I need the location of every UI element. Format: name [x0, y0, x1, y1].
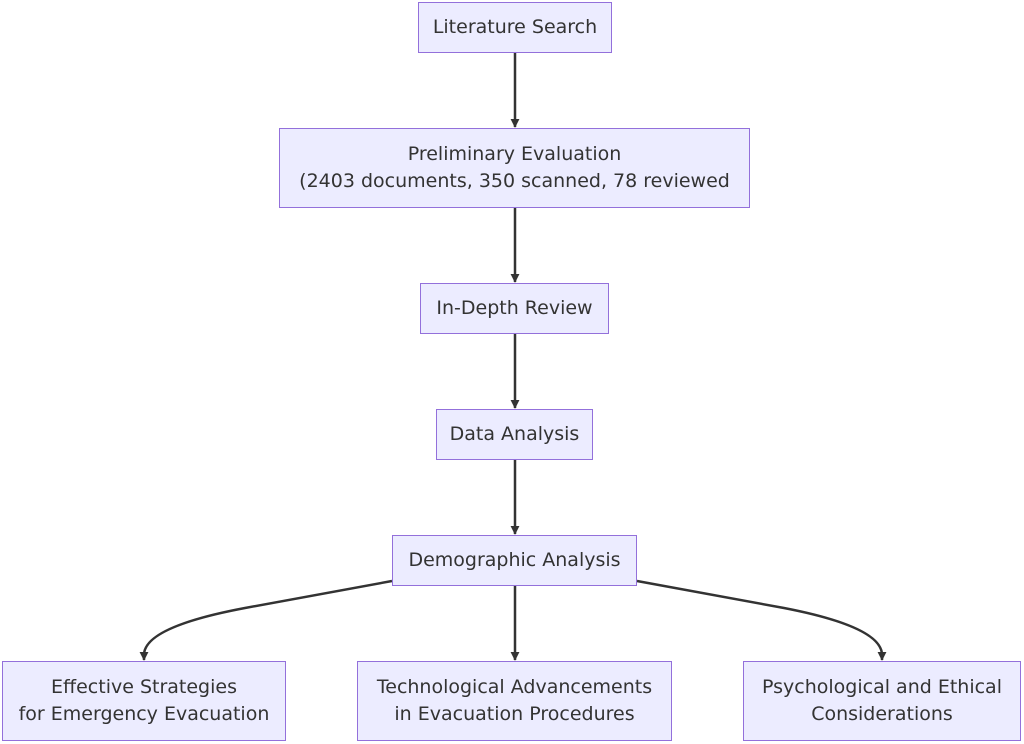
node-label-line1: Psychological and Ethical: [762, 676, 1002, 698]
node-label-line2: in Evacuation Procedures: [394, 703, 635, 725]
edge-demographic-to-effective: [139, 579, 393, 661]
node-in-depth-review: In-Depth Review: [420, 283, 609, 334]
edge-demographic-to-psychological: [636, 579, 887, 661]
node-effective-strategies: Effective Strategies for Emergency Evacu…: [2, 661, 286, 741]
node-label-line1: Technological Advancements: [376, 676, 653, 698]
node-label: In-Depth Review: [436, 297, 593, 319]
node-label: Literature Search: [432, 16, 598, 38]
node-data-analysis: Data Analysis: [436, 409, 593, 460]
node-label-line1: Preliminary Evaluation: [407, 143, 622, 165]
node-technological-advancements: Technological Advancements in Evacuation…: [357, 661, 672, 741]
node-label-line1: Effective Strategies: [51, 676, 237, 698]
node-psychological-ethical: Psychological and Ethical Considerations: [743, 661, 1021, 741]
node-literature-search: Literature Search: [418, 2, 612, 53]
node-label: Data Analysis: [449, 423, 580, 445]
node-label-line2: for Emergency Evacuation: [18, 703, 270, 725]
node-preliminary-evaluation: Preliminary Evaluation (2403 documents, …: [279, 128, 750, 208]
node-label-line2: (2403 documents, 350 scanned, 78 reviewe…: [299, 170, 730, 192]
node-label: Demographic Analysis: [408, 549, 621, 571]
node-demographic-analysis: Demographic Analysis: [392, 535, 637, 586]
node-label-line2: Considerations: [811, 703, 953, 725]
